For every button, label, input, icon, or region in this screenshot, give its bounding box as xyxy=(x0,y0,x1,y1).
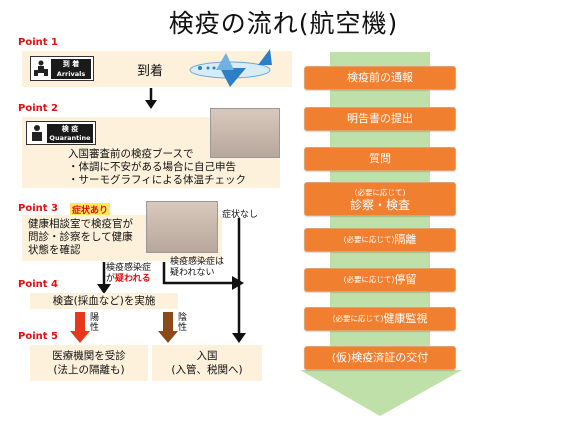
positive-label: 陽性 xyxy=(90,313,100,333)
traveler-icon xyxy=(34,60,48,77)
flow-step-isolation: (必要に応じて)隔離 xyxy=(304,228,456,252)
quarantine-sign: 検 疫 Quarantine xyxy=(26,121,96,145)
point1-label: Point 1 xyxy=(18,37,58,48)
page-title: 検疫の流れ(航空機) xyxy=(168,9,399,38)
flow-step-declaration: 明告書の提出 xyxy=(304,107,456,131)
arrivals-sign: 到 着 Arrivals xyxy=(30,56,94,81)
flow-step-health-monitoring: (必要に応じて)健康監視 xyxy=(304,307,456,331)
point3-label: Point 3 xyxy=(18,203,58,214)
no-symptom-label: 症状なし xyxy=(222,210,259,220)
branch-arrows xyxy=(97,218,246,343)
airplane-icon xyxy=(189,49,272,87)
quarantine-description: 入国審査前の検疫ブースで ・体調に不安がある場合に自己申告 ・サーモグラフィによ… xyxy=(68,148,246,186)
positive-arrow-icon xyxy=(70,312,90,343)
arrival-text: 到着 xyxy=(137,64,164,79)
point4-label: Point 4 xyxy=(18,279,58,290)
arrow-down-icon xyxy=(145,88,157,109)
flow-step-advance-notice: 検疫前の通報 xyxy=(304,66,456,90)
point5-label: Point 5 xyxy=(18,331,58,342)
flow-step-questions: 質問 xyxy=(304,147,456,171)
booth-photo xyxy=(210,108,280,158)
suspected-label: 検疫感染症 が疑われる xyxy=(106,263,152,284)
consultation-photo xyxy=(146,201,218,253)
officer-icon xyxy=(30,124,44,142)
flow-step-certificate: (仮)検疫済証の交付 xyxy=(304,346,456,370)
consultation-description: 健康相談室で検疫官が 問診・診察をして健康 状態を確認 xyxy=(28,218,133,256)
entry-box: 入国 (入管、税関へ) xyxy=(152,345,262,381)
negative-arrow-icon xyxy=(158,312,178,343)
negative-label: 陰性 xyxy=(178,313,188,333)
hospital-box: 医療機関を受診 (法上の隔離も) xyxy=(30,345,148,381)
test-box: 検査(採血など)を実施 xyxy=(30,293,178,309)
not-suspected-label: 検疫感染症は 疑われない xyxy=(170,257,225,278)
flow-step-detention: (必要に応じて)停留 xyxy=(304,268,456,292)
symptom-badge: 症状あり xyxy=(70,203,111,216)
point2-label: Point 2 xyxy=(18,103,58,114)
flow-step-examination: (必要に応じて)診察・検査 xyxy=(304,182,456,216)
